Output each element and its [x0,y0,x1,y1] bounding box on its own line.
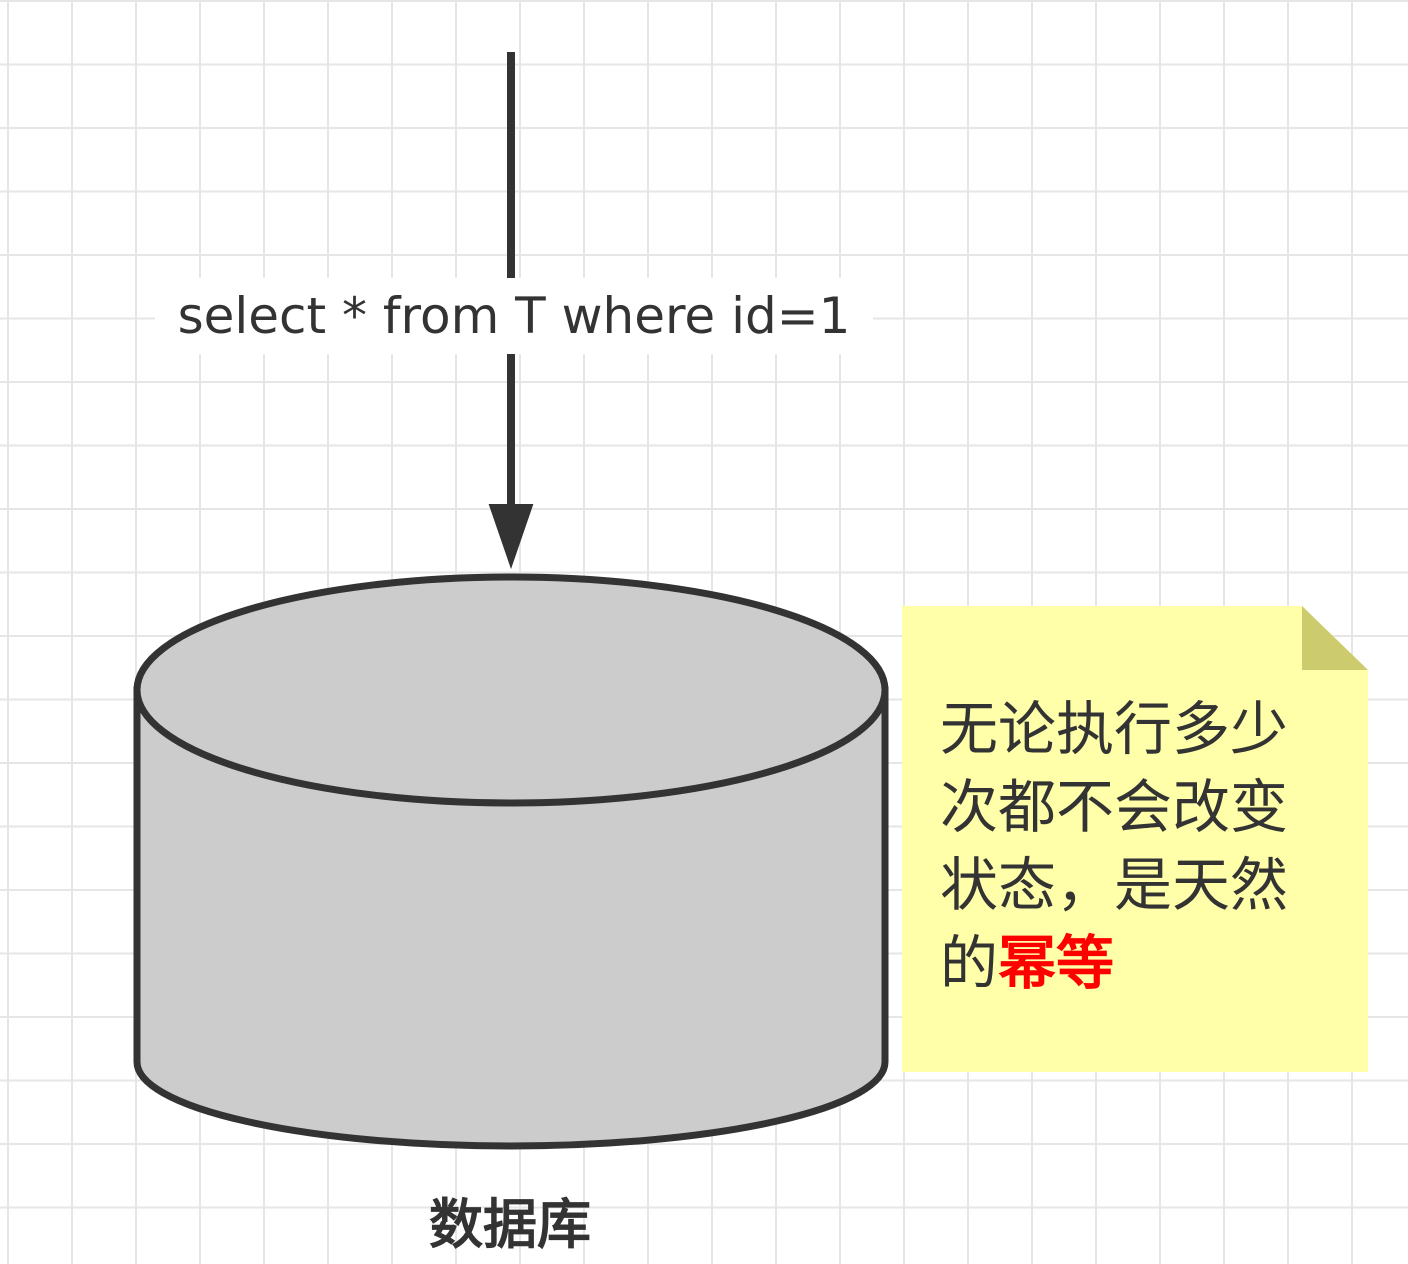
note-body [902,606,1368,1072]
sticky-note[interactable] [902,606,1368,1072]
note-body-text: 无论执行多少次都不会改变状态，是天然的 [940,695,1289,997]
cylinder-body [133,686,889,1150]
query-label[interactable]: select * from T where id=1 [155,278,873,354]
note-highlight-text: 幂等 [998,929,1115,997]
note-text[interactable]: 无论执行多少次都不会改变状态，是天然的幂等 [940,690,1340,1002]
arrow-head [488,504,534,570]
database-label[interactable]: 数据库 [429,1193,591,1256]
database-cylinder[interactable] [133,573,889,1150]
cylinder-top [133,573,889,807]
note-fold [1302,606,1368,670]
